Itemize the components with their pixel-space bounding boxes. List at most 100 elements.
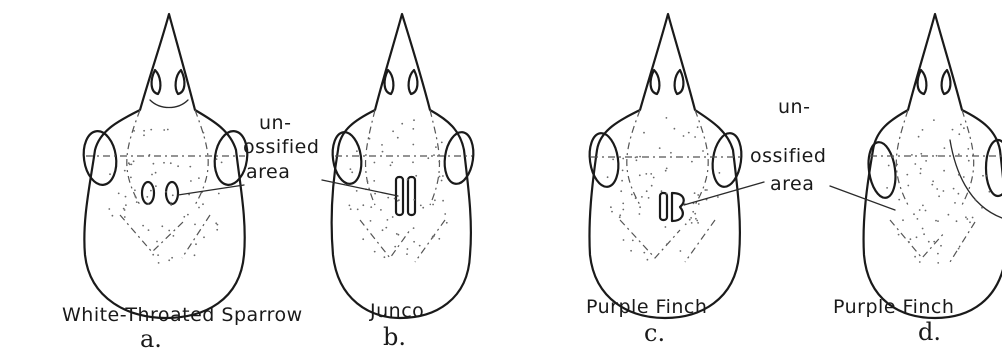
stipple-dot [648,197,650,199]
stipple-dot [910,238,912,240]
stipple-dot [704,189,706,191]
stipple-dot [380,209,382,211]
stipple-dot [694,136,696,138]
stipple-dot [189,166,191,168]
stipple-dot [351,171,353,173]
stipple-dot [187,214,189,216]
stipple-dot [922,129,924,131]
stipple-dot [623,239,625,241]
stipple-dot [982,175,984,177]
stipple-dot [639,213,641,215]
stipple-dot [937,220,939,222]
stipple-dot [943,170,945,172]
stipple-dot [397,137,399,139]
stipple-dot [194,254,196,256]
stipple-dot [433,154,435,156]
stipple-dot [908,241,910,243]
stipple-dot [920,153,922,155]
stipple-dot [432,204,434,206]
stipple-dot [906,174,908,176]
stipple-dot [958,133,960,135]
stipple-dot [216,229,218,231]
stipple-dot [967,148,969,150]
skull-b-unossified-right [408,177,415,215]
caption-b: Junco [369,300,424,322]
stipple-dot [690,217,692,219]
stipple-dot [666,193,668,195]
stipple-dot [163,162,165,164]
stipple-dot [349,205,351,207]
stipple-dot [183,216,185,218]
stipple-dot [643,132,645,134]
stipple-dot [631,194,633,196]
stipple-dot [896,164,898,166]
letter-a: a. [140,325,162,349]
callout-2-leader-to-c [684,182,764,205]
stipple-dot [130,177,132,179]
stipple-dot [954,202,956,204]
stipple-dot [963,176,965,178]
stipple-dot [170,202,172,204]
skull-a-nostril-left [152,70,161,94]
stipple-dot [958,153,960,155]
stipple-dot [112,215,114,217]
stipple-dot [356,150,358,152]
stipple-dot [161,225,163,227]
stipple-dot [392,130,394,132]
stipple-dot [412,161,414,163]
stipple-dot [940,245,942,247]
stipple-dot [612,159,614,161]
stipple-dot [170,204,172,206]
skull-d-outline [864,14,1002,318]
stipple-dot [441,180,443,182]
stipple-dot [922,205,924,207]
stipple-dot [203,236,205,238]
callout-unossified-1: un- ossified area [178,112,398,196]
stipple-dot [150,129,152,131]
stipple-dot [888,165,890,167]
stipple-dot [898,199,900,201]
stipple-dot [446,222,448,224]
stipple-dot [958,248,960,250]
stipple-dot [135,196,137,198]
stipple-dot [370,220,372,222]
stipple-dot [434,199,436,201]
stipple-dot [362,238,364,240]
stipple-dot [387,219,389,221]
stipple-dot [163,129,165,131]
stipple-dot [611,211,613,213]
stipple-dot [936,188,938,190]
stipple-dot [350,208,352,210]
stipple-dot [919,209,921,211]
stipple-dot [168,230,170,232]
callout-1-line-3: area [246,161,290,183]
letter-d: d. [918,318,941,346]
stipple-dot [158,262,160,264]
stipple-dot [958,193,960,195]
stipple-dot [194,224,196,226]
stipple-dot [948,214,950,216]
stipple-dot [124,216,126,218]
stipple-dot [635,197,637,199]
stipple-dot [688,132,690,134]
stipple-dot [632,240,634,242]
stipple-dot [398,234,400,236]
stipple-dot [125,196,127,198]
stipple-dot [936,155,938,157]
skull-b-eye-right [442,130,477,185]
stipple-dot [374,193,376,195]
stipple-dot [913,213,915,215]
stipple-dot [413,119,415,121]
skull-c-eye-right [709,131,744,188]
stipple-dot [697,194,699,196]
stipple-dot [647,259,649,261]
stipple-dot [665,170,667,172]
stipple-dot [441,142,443,144]
stipple-dot [886,187,888,189]
stipple-dot [407,248,409,250]
stipple-dot [128,162,130,164]
stipple-dot [439,176,441,178]
stipple-dot [972,217,974,219]
stipple-dot [981,207,983,209]
stipple-dot [387,197,389,199]
